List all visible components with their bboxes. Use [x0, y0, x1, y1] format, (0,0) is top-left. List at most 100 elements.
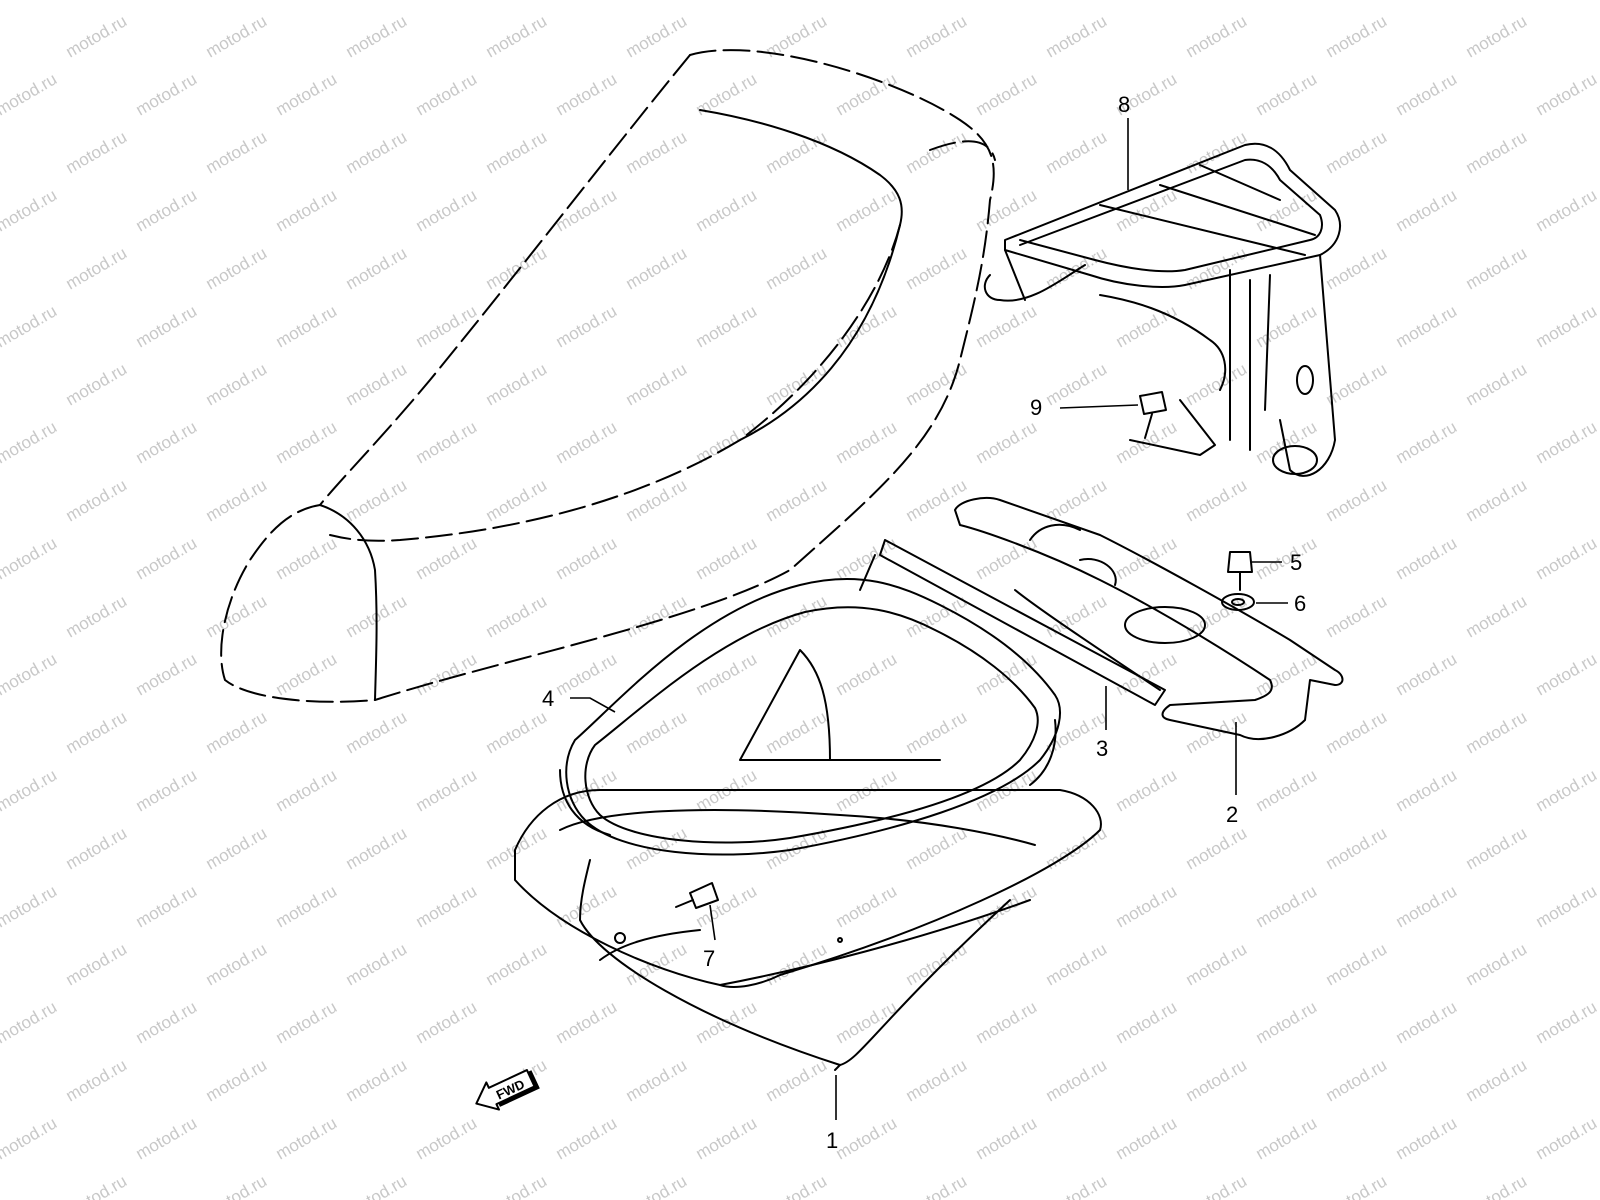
- watermark-text: motod.ru: [413, 301, 481, 351]
- watermark-text: motod.ru: [1393, 533, 1461, 583]
- watermark-text: motod.ru: [1533, 185, 1600, 235]
- watermark-text: motod.ru: [1323, 1171, 1391, 1200]
- fwd-direction-badge: FWD: [475, 1069, 540, 1111]
- watermark-text: motod.ru: [203, 11, 271, 61]
- watermark-text: motod.ru: [1183, 823, 1251, 873]
- watermark-text: motod.ru: [0, 765, 60, 815]
- seat-drawing: [220, 49, 996, 703]
- watermark-text: motod.ru: [1393, 649, 1461, 699]
- watermark-text: motod.ru: [413, 417, 481, 467]
- watermark-text: motod.ru: [763, 939, 831, 989]
- watermark-text: motod.ru: [133, 997, 201, 1047]
- watermark-text: motod.ru: [623, 127, 691, 177]
- watermark-text: motod.ru: [553, 69, 621, 119]
- watermark-text: motod.ru: [833, 185, 901, 235]
- watermark-text: motod.ru: [273, 69, 341, 119]
- watermark-text: motod.ru: [1323, 591, 1391, 641]
- watermark-text: motod.ru: [483, 127, 551, 177]
- watermark-text: motod.ru: [833, 997, 901, 1047]
- watermark-text: motod.ru: [833, 417, 901, 467]
- watermark-text: motod.ru: [1183, 707, 1251, 757]
- watermark-text: motod.ru: [903, 127, 971, 177]
- watermark-text: motod.ru: [1463, 823, 1531, 873]
- bolt-7-drawing: [675, 882, 719, 909]
- watermark-text: motod.ru: [1533, 533, 1600, 583]
- watermark-text: motod.ru: [1253, 417, 1321, 467]
- watermark-text: motod.ru: [833, 301, 901, 351]
- watermark-text: motod.ru: [1253, 1113, 1321, 1163]
- watermark-text: motod.ru: [63, 1055, 131, 1105]
- watermark-text: motod.ru: [1183, 475, 1251, 525]
- callout-7: 7: [703, 946, 715, 971]
- callout-9: 9: [1030, 395, 1042, 420]
- callout-3: 3: [1096, 736, 1108, 761]
- watermark-text: motod.ru: [1463, 243, 1531, 293]
- watermark-text: motod.ru: [483, 591, 551, 641]
- watermark-text: motod.ru: [693, 1113, 761, 1163]
- watermark-text: motod.ru: [413, 765, 481, 815]
- watermark-text: motod.ru: [413, 69, 481, 119]
- washer-6-drawing: [1221, 593, 1255, 611]
- watermark-text: motod.ru: [973, 301, 1041, 351]
- watermark-text: motod.ru: [483, 359, 551, 409]
- watermark-text: motod.ru: [1113, 997, 1181, 1047]
- watermark-text: motod.ru: [483, 707, 551, 757]
- watermark-text: motod.ru: [1463, 359, 1531, 409]
- watermark-text: motod.ru: [1463, 11, 1531, 61]
- watermark-text: motod.ru: [553, 881, 621, 931]
- watermark-text: motod.ru: [763, 707, 831, 757]
- watermark-text: motod.ru: [623, 475, 691, 525]
- watermark-text: motod.ru: [343, 939, 411, 989]
- watermark-text: motod.ru: [1393, 301, 1461, 351]
- watermark-text: motod.ru: [1113, 301, 1181, 351]
- watermark-text: motod.ru: [693, 301, 761, 351]
- watermark-text: motod.ru: [343, 127, 411, 177]
- watermark-text: motod.ru: [973, 69, 1041, 119]
- watermark-text: motod.ru: [1253, 301, 1321, 351]
- watermark-text: motod.ru: [1393, 185, 1461, 235]
- watermark-text: motod.ru: [1463, 1171, 1531, 1200]
- watermark-text: motod.ru: [0, 69, 60, 119]
- watermark-text: motod.ru: [1533, 997, 1600, 1047]
- watermark-text: motod.ru: [273, 185, 341, 235]
- watermark-text: motod.ru: [553, 417, 621, 467]
- watermark-text: motod.ru: [63, 1171, 131, 1200]
- watermark-text: motod.ru: [63, 591, 131, 641]
- watermark-text: motod.ru: [693, 0, 761, 3]
- watermark-text: motod.ru: [973, 185, 1041, 235]
- watermark-text: motod.ru: [63, 707, 131, 757]
- watermark-text: motod.ru: [203, 939, 271, 989]
- watermark-text: motod.ru: [1113, 881, 1181, 931]
- watermark-text: motod.ru: [623, 939, 691, 989]
- watermark-text: motod.ru: [1043, 127, 1111, 177]
- watermark-text: motod.ru: [0, 1113, 60, 1163]
- watermark-text: motod.ru: [553, 185, 621, 235]
- watermark-text: motod.ru: [903, 359, 971, 409]
- watermark-text: motod.ru: [1323, 939, 1391, 989]
- watermark-text: motod.ru: [1463, 127, 1531, 177]
- watermark-text: motod.ru: [1183, 1171, 1251, 1200]
- watermark-text: motod.ru: [483, 11, 551, 61]
- watermark-text: motod.ru: [343, 707, 411, 757]
- watermark-text: motod.ru: [553, 0, 621, 3]
- watermark-text: motod.ru: [413, 997, 481, 1047]
- watermark-text: motod.ru: [1043, 359, 1111, 409]
- watermark-text: motod.ru: [973, 997, 1041, 1047]
- watermark-text: motod.ru: [763, 591, 831, 641]
- arrow-left-icon: [475, 1069, 536, 1111]
- watermark-text: motod.ru: [1463, 1055, 1531, 1105]
- watermark-text: motod.ru: [1253, 533, 1321, 583]
- watermark-text: motod.ru: [203, 707, 271, 757]
- watermark-text: motod.ru: [553, 1113, 621, 1163]
- watermark-text: motod.ru: [0, 649, 60, 699]
- watermark-text: motod.ru: [553, 533, 621, 583]
- watermark-text: motod.ru: [763, 475, 831, 525]
- watermark-text: motod.ru: [903, 823, 971, 873]
- watermark-text: motod.ru: [63, 359, 131, 409]
- watermark-text: motod.ru: [0, 301, 60, 351]
- watermark-text: motod.ru: [413, 185, 481, 235]
- watermark-text: motod.ru: [1463, 707, 1531, 757]
- watermark-text: motod.ru: [1393, 69, 1461, 119]
- watermark-text: motod.ru: [1323, 823, 1391, 873]
- watermark-text: motod.ru: [1533, 301, 1600, 351]
